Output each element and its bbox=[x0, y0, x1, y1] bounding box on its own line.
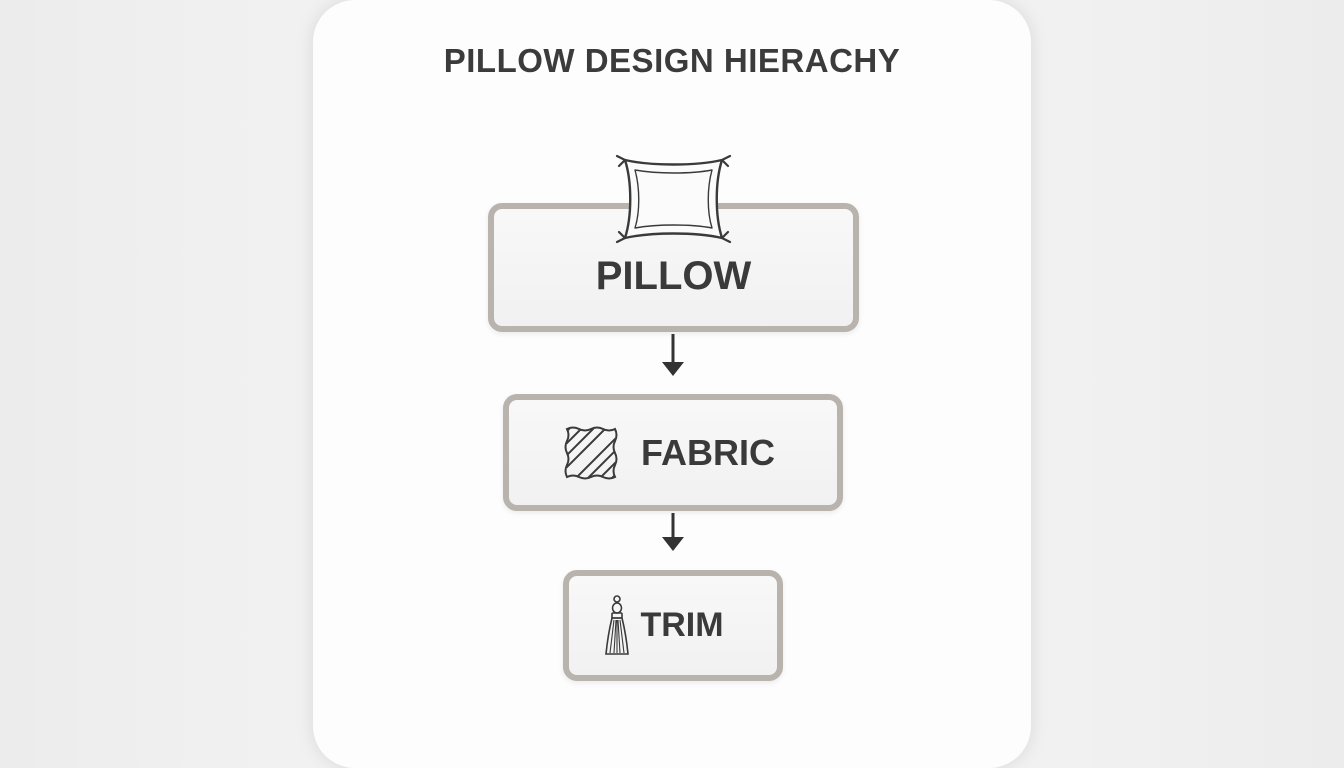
pillow-icon bbox=[615, 154, 732, 244]
arrow-pillow-to-fabric bbox=[662, 334, 684, 376]
diagram-card: PILLOW DESIGN HIERACHY PILLOW bbox=[313, 0, 1031, 768]
fabric-swatch-icon bbox=[564, 426, 618, 479]
diagram-title: PILLOW DESIGN HIERACHY bbox=[443, 42, 901, 79]
node-fabric: FABRIC bbox=[503, 394, 843, 511]
node-trim-label: TRIM bbox=[640, 606, 724, 644]
node-fabric-label: FABRIC bbox=[641, 431, 775, 473]
tassel-icon bbox=[605, 594, 630, 655]
node-trim: TRIM bbox=[563, 570, 783, 681]
node-pillow-label: PILLOW bbox=[595, 254, 752, 298]
arrow-fabric-to-trim bbox=[662, 513, 684, 551]
